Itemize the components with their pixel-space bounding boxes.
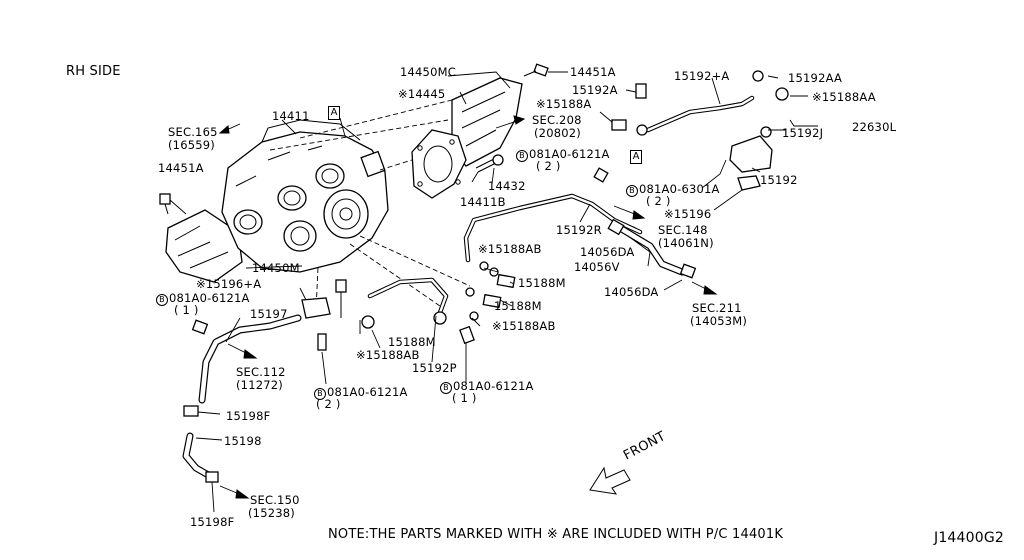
arrow-sec148 — [613, 205, 646, 220]
bolt-marker-icon: B — [314, 388, 326, 400]
label-14451a-left: 14451A — [158, 161, 204, 175]
view-marker-a-left: A — [328, 106, 340, 120]
label-15192-plus-a: 15192+A — [674, 69, 730, 83]
sensor-22630l — [729, 70, 789, 173]
label-sec148: SEC.148 — [658, 223, 708, 237]
footnote: NOTE:THE PARTS MARKED WITH ※ ARE INCLUDE… — [328, 527, 784, 542]
label-sec150-ref: (15238) — [248, 506, 295, 520]
label-14411b: 14411B — [460, 195, 506, 209]
label-14056da-top: 14056DA — [580, 245, 635, 259]
bolt-081a0-6121a-bottom — [317, 333, 327, 351]
label-15192p: 15192P — [412, 361, 457, 375]
label-qty-1-left: ( 1 ) — [174, 303, 199, 317]
arrow-sec211 — [691, 281, 718, 295]
label-sec208-ref: (20802) — [534, 126, 581, 140]
label-sec211-ref: (14053M) — [690, 314, 748, 328]
arrow-sec150 — [219, 485, 250, 499]
label-15188m-right: 15188M — [518, 276, 566, 290]
bolt-14451a-top — [523, 63, 549, 77]
washers-15188ab — [465, 261, 516, 321]
water-pipe-15197 — [198, 314, 302, 404]
label-15188aa-top: ※15188AA — [812, 90, 876, 104]
label-sec148-ref: (14061N) — [658, 236, 714, 250]
label-15188ab-right: ※15188AB — [492, 319, 556, 333]
bolt-marker-icon: B — [626, 185, 638, 197]
label-sec150: SEC.150 — [250, 493, 300, 507]
label-15192r: 15192R — [556, 223, 602, 237]
bolt-081a0-6121a-bottom-right — [459, 325, 475, 345]
label-sec112-ref: (11272) — [236, 378, 283, 392]
label-15188m-bottom: 15188M — [388, 335, 436, 349]
label-sec165-ref: (16559) — [168, 138, 215, 152]
arrow-sec208 — [495, 115, 526, 129]
label-sec211: SEC.211 — [692, 301, 742, 315]
turbocharger-14411 — [221, 119, 389, 273]
heat-insulator-14450m — [165, 209, 243, 283]
arrow-sec165 — [218, 123, 241, 134]
gasket-15196 — [737, 175, 761, 191]
label-15198f-top: 15198F — [226, 409, 271, 423]
bolt-marker-icon: B — [156, 294, 168, 306]
label-sec208: SEC.208 — [532, 113, 582, 127]
side-label: RH SIDE — [66, 64, 121, 79]
label-14450m: 14450M — [252, 261, 300, 275]
label-qty-1-bottom-right: ( 1 ) — [452, 391, 477, 405]
front-arrow-icon — [589, 466, 631, 495]
label-14056da-bottom: 14056DA — [604, 285, 659, 299]
bolt-14451a-left — [159, 193, 171, 215]
label-14056v: 14056V — [574, 260, 620, 274]
label-15188ab-mid: ※15188AB — [478, 242, 542, 256]
label-14451a-top: 14451A — [570, 65, 616, 79]
oil-pipe-15192r — [463, 193, 643, 263]
label-qty-2-6301: ( 2 ) — [646, 194, 671, 208]
water-hose-14056v — [607, 218, 697, 279]
label-15192j: 15192J — [782, 126, 824, 140]
label-15192aa: 15192AA — [788, 71, 843, 85]
water-hose-15198 — [182, 405, 219, 483]
gasket-15196-plus-a — [301, 297, 331, 319]
arrow-sec112 — [227, 343, 258, 359]
label-15188a: ※15188A — [536, 97, 592, 111]
oil-pipe-15192-plus-a — [611, 95, 755, 136]
label-14445: ※14445 — [398, 87, 446, 101]
bolt-081a0-6121a-top — [593, 167, 609, 183]
bolt-15188m-mid — [335, 279, 347, 318]
diagram-id: J14400G2 — [934, 530, 1005, 546]
label-qty-2-bottom: ( 2 ) — [316, 397, 341, 411]
label-14432: 14432 — [488, 179, 526, 193]
label-14450mc: 14450MC — [400, 65, 456, 79]
oil-pipe-15192p — [361, 277, 449, 329]
label-sec112: SEC.112 — [236, 365, 286, 379]
label-15188m-low: 15188M — [494, 299, 542, 313]
label-15198f-bottom: 15198F — [190, 515, 235, 529]
label-sec165: SEC.165 — [168, 125, 218, 139]
gasket-14445 — [411, 129, 467, 199]
label-15196-right: ※15196 — [664, 207, 712, 221]
bolt-081a0-6121a-left — [191, 319, 209, 335]
stud-14411b — [475, 154, 504, 173]
bolt-marker-icon: B — [440, 382, 452, 394]
view-marker-a-right: A — [630, 150, 642, 164]
label-15198: 15198 — [224, 434, 262, 448]
label-14411: 14411 — [272, 109, 310, 123]
label-15192: 15192 — [760, 173, 798, 187]
label-15197: 15197 — [250, 307, 288, 321]
label-15188ab-low: ※15188AB — [356, 348, 420, 362]
label-15196-plus-a: ※15196+A — [196, 277, 262, 291]
label-15192a: 15192A — [572, 83, 618, 97]
bolt-marker-icon: B — [516, 150, 528, 162]
label-22630l: 22630L — [852, 120, 897, 134]
label-qty-2-top: ( 2 ) — [536, 159, 561, 173]
bolt-15192a — [635, 83, 647, 99]
